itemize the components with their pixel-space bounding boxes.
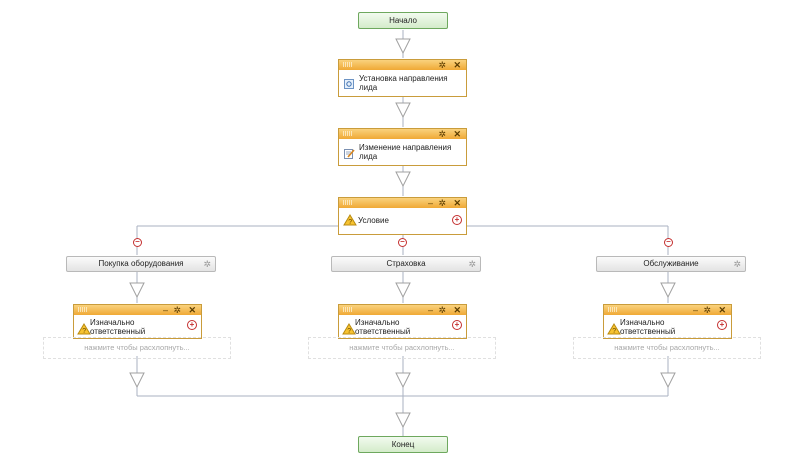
expand-branch-placeholder[interactable]: нажмите чтобы расхлопнуть... [308,337,496,359]
activity-responsible-service[interactable]: – ✲ ✕ ? Изначально ответственный + [603,304,732,339]
minimize-icon[interactable]: – [162,305,168,315]
close-icon[interactable]: ✕ [453,305,461,315]
branch-header-equipment[interactable]: Покупка оборудования ✲ [66,256,216,272]
activity-responsible-insurance[interactable]: – ✲ ✕ ? Изначально ответственный + [338,304,467,339]
close-icon[interactable]: ✕ [453,198,461,208]
branch-header-service[interactable]: Обслуживание ✲ [596,256,746,272]
drag-handle-icon[interactable] [343,307,352,312]
gear-icon[interactable]: ✲ [438,198,446,208]
activity-header[interactable]: – ✲ ✕ [604,305,731,315]
activity-change-direction[interactable]: ✲ ✕ Изменение направления лида [338,128,467,166]
close-icon[interactable]: ✕ [718,305,726,315]
activity-header[interactable]: – ✲ ✕ [339,198,466,208]
minimize-icon[interactable]: – [427,198,433,208]
activity-responsible-equipment[interactable]: – ✲ ✕ ? Изначально ответственный + [73,304,202,339]
gear-icon[interactable]: ✲ [173,305,181,315]
start-node[interactable]: Начало [358,12,448,29]
drag-handle-icon[interactable] [78,307,87,312]
close-icon[interactable]: ✕ [188,305,196,315]
activity-header[interactable]: – ✲ ✕ [339,305,466,315]
expand-branch-placeholder[interactable]: нажмите чтобы расхлопнуть... [573,337,761,359]
activity-label: Изменение направления лида [359,143,452,161]
activity-label: Условие [358,216,389,225]
minimize-icon[interactable]: – [692,305,698,315]
activity-set-direction[interactable]: ✲ ✕ Установка направления лида [338,59,467,97]
svg-text:?: ? [612,328,616,335]
svg-text:?: ? [348,219,352,226]
add-activity-button[interactable]: + [187,320,197,330]
drag-handle-icon[interactable] [343,62,352,67]
activity-label: Изначально ответственный [620,318,676,336]
activity-header[interactable]: – ✲ ✕ [74,305,201,315]
svg-text:?: ? [82,328,86,335]
condition-icon: ? [343,214,357,226]
end-label: Конец [391,440,415,449]
activity-condition[interactable]: – ✲ ✕ ? Условие + [338,197,467,235]
close-icon[interactable]: ✕ [453,60,461,70]
gear-icon[interactable]: ✲ [733,259,741,269]
gear-icon[interactable]: ✲ [203,259,211,269]
activity-header[interactable]: ✲ ✕ [339,60,466,70]
gear-icon[interactable]: ✲ [703,305,711,315]
remove-branch-button[interactable]: – [133,238,142,247]
gear-icon[interactable]: ✲ [468,259,476,269]
branch-name: Страховка [386,259,426,268]
activity-header[interactable]: ✲ ✕ [339,129,466,139]
expand-branch-placeholder[interactable]: нажмите чтобы расхлопнуть... [43,337,231,359]
gear-icon[interactable]: ✲ [438,305,446,315]
start-label: Начало [389,16,417,25]
branch-name: Обслуживание [643,259,699,268]
user-warning-icon: ? [77,323,91,335]
remove-branch-button[interactable]: – [398,238,407,247]
branch-header-insurance[interactable]: Страховка ✲ [331,256,481,272]
add-branch-button[interactable]: + [452,215,462,225]
branch-name: Покупка оборудования [98,259,184,268]
user-warning-icon: ? [607,323,621,335]
user-warning-icon: ? [342,323,356,335]
activity-label: Установка направления лида [359,74,448,92]
remove-branch-button[interactable]: – [664,238,673,247]
drag-handle-icon[interactable] [343,200,352,205]
gear-icon[interactable]: ✲ [438,129,446,139]
drag-handle-icon[interactable] [608,307,617,312]
end-node[interactable]: Конец [358,436,448,453]
edit-icon [344,149,355,159]
minimize-icon[interactable]: – [427,305,433,315]
activity-label: Изначально ответственный [355,318,411,336]
add-activity-button[interactable]: + [452,320,462,330]
svg-text:?: ? [347,328,351,335]
close-icon[interactable]: ✕ [453,129,461,139]
gear-icon[interactable]: ✲ [438,60,446,70]
activity-label: Изначально ответственный [90,318,146,336]
drag-handle-icon[interactable] [343,131,352,136]
settings-icon [344,79,354,89]
add-activity-button[interactable]: + [717,320,727,330]
